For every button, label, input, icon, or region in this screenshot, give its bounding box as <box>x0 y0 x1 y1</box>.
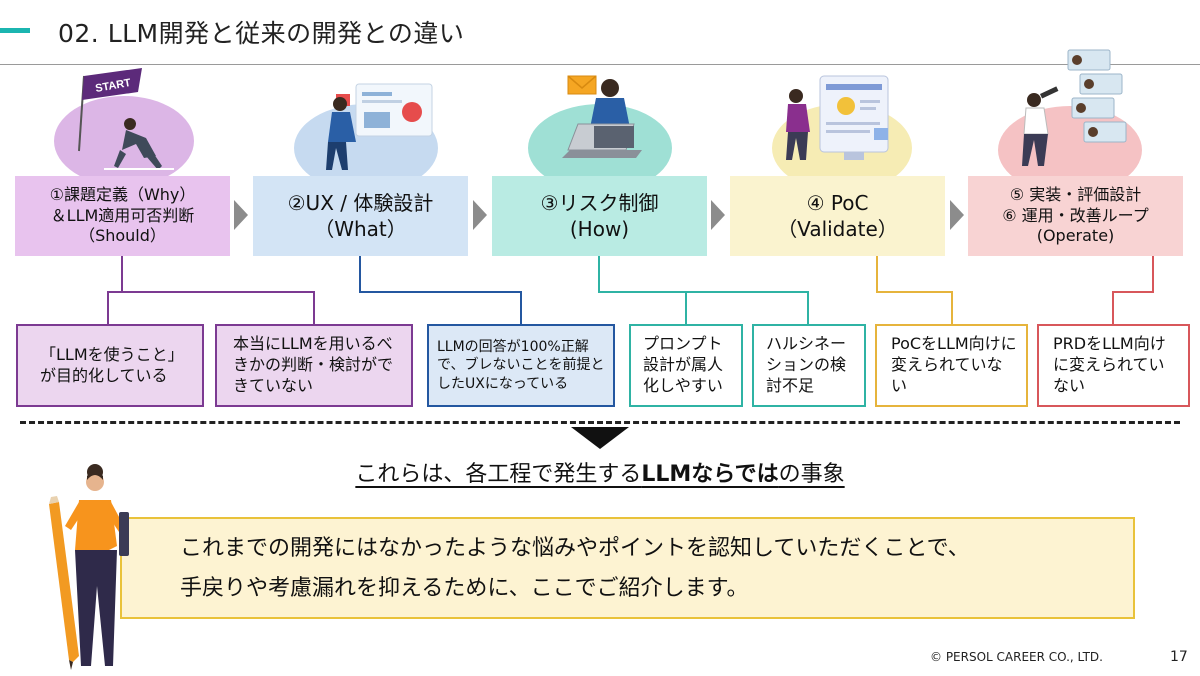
step-2-line-2: （What） <box>314 217 407 241</box>
callout-line-1: これまでの開発にはなかったような悩みやポイントを認知していただくことで、 <box>180 536 970 561</box>
callout-box <box>120 517 1135 619</box>
callout-line-2: 手戻りや考慮漏れを抑えるために、ここでご紹介します。 <box>180 576 749 601</box>
issue-hallucination: ハルシネーションの検討不足 <box>752 324 866 407</box>
callout-text: これまでの開発にはなかったような悩みやポイントを認知していただくことで、 手戻り… <box>180 529 970 609</box>
step-3-risk-control: ③リスク制御 (How) <box>492 176 707 256</box>
copyright-footer: © PERSOL CAREER CO., LTD. <box>930 650 1103 664</box>
page-title: 02. LLM開発と従来の開発との違い <box>58 19 465 48</box>
step-4-line-2: （Validate） <box>777 217 898 241</box>
start-line-illustration: START <box>54 68 194 186</box>
poc-validation-illustration <box>772 75 912 192</box>
step-3-line-2: (How) <box>569 217 630 241</box>
issue-6-text: PoCをLLM向けに変えられていない <box>891 334 1017 395</box>
issue-prompt-design: プロンプト設計が属人化しやすい <box>629 324 743 407</box>
step-2-line-1: ②UX / 体験設計 <box>287 191 434 215</box>
issue-llm-judgement: 本当にLLMを用いるべきかの判断・検討ができていない <box>215 324 413 407</box>
start-flag <box>82 68 142 100</box>
issue-3-text: LLMの回答が100%正解で、ブレないことを前提としたUXになっている <box>437 339 605 392</box>
step-5-line-1: ⑤ 実装・評価設計 <box>1009 184 1142 204</box>
summary-part-1: これらは、各工程で発生する <box>355 462 642 487</box>
issue-poc: PoCをLLM向けに変えられていない <box>875 324 1028 407</box>
step-1-line-1: ①課題定義（Why） <box>49 184 196 204</box>
issue-4-text: プロンプト設計が属人化しやすい <box>643 334 724 395</box>
step-4-poc: ④ PoC （Validate） <box>730 176 945 256</box>
chevron-right-icon <box>950 200 964 230</box>
issue-1-text: 「LLMを使うこと」が目的化している <box>40 344 184 385</box>
issue-prd: PRDをLLM向けに変えられていない <box>1037 324 1190 407</box>
chevron-right-icon <box>234 200 248 230</box>
step-1-line-3: （Should） <box>79 226 166 246</box>
issue-2-text: 本当にLLMを用いるべきかの判断・検討ができていない <box>233 334 394 395</box>
chevron-right-icon <box>711 200 725 230</box>
step-5-line-2: ⑥ 運用・改善ループ <box>1002 205 1149 225</box>
step-3-line-1: ③リスク制御 <box>540 191 659 215</box>
step-1-line-2: ＆LLM適用可否判断 <box>50 205 195 225</box>
down-arrow-icon <box>571 427 629 449</box>
issue-5-text: ハルシネーションの検討不足 <box>766 334 847 395</box>
laptop-user-illustration <box>528 75 672 192</box>
operate-review-illustration <box>998 49 1142 194</box>
dashed-divider <box>20 421 1180 424</box>
presenter-illustration <box>49 464 129 670</box>
issue-7-text: PRDをLLM向けに変えられていない <box>1053 334 1166 395</box>
ux-design-illustration <box>294 83 438 192</box>
title-accent-bar <box>0 28 30 33</box>
step-5-6-operate: ⑤ 実装・評価設計 ⑥ 運用・改善ループ (Operate) <box>968 176 1183 256</box>
title-divider <box>0 64 1200 65</box>
chevron-right-icon <box>473 200 487 230</box>
page-number: 17 <box>1170 649 1188 665</box>
step-1-problem-definition: ①課題定義（Why） ＆LLM適用可否判断 （Should） <box>15 176 230 256</box>
pencil-icon <box>49 502 79 662</box>
summary-part-2: の事象 <box>778 462 845 487</box>
issue-ux-assumption: LLMの回答が100%正解で、ブレないことを前提としたUXになっている <box>427 324 615 407</box>
summary-bold: LLMならでは <box>641 462 779 487</box>
step-5-line-3: (Operate) <box>1036 226 1115 246</box>
step-4-line-1: ④ PoC <box>806 191 869 215</box>
summary-underlined: これらは、各工程で発生するLLMならではの事象 <box>355 462 844 487</box>
summary-statement: これらは、各工程で発生するLLMならではの事象 <box>0 456 1200 488</box>
connector-lines <box>107 256 1154 324</box>
issue-llm-goal: 「LLMを使うこと」が目的化している <box>16 324 204 407</box>
step-2-ux-design: ②UX / 体験設計 （What） <box>253 176 468 256</box>
